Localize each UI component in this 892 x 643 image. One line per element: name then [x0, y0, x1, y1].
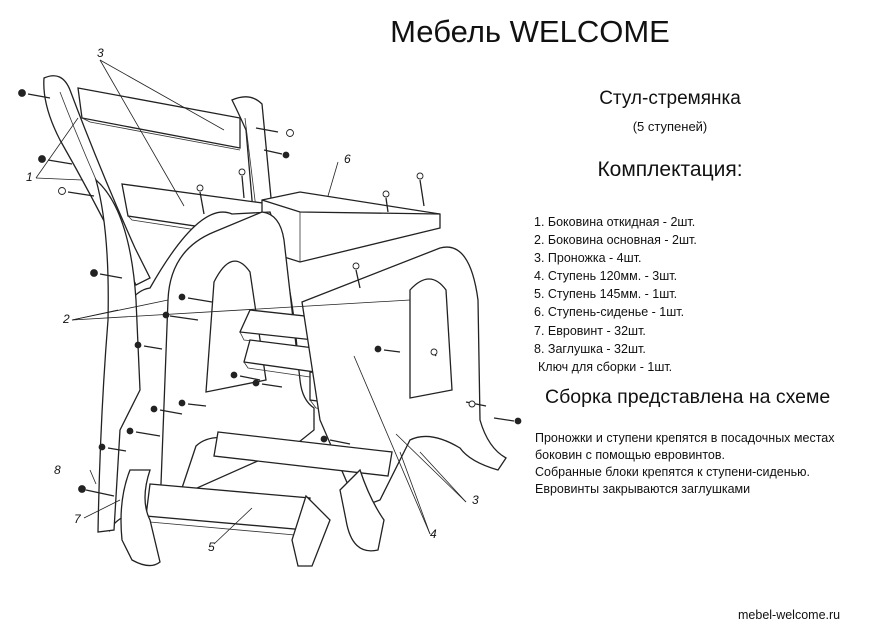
euroscrew — [150, 405, 183, 415]
website-link[interactable]: mebel-welcome.ru — [738, 608, 841, 622]
euroscrew — [162, 311, 199, 321]
callout-6: 6 — [344, 152, 351, 166]
kit-item: 4. Ступень 120мм. - 3шт. — [534, 269, 678, 284]
kit-heading: Комплектация: — [597, 158, 743, 181]
euroscrew — [382, 190, 390, 213]
kit-item: 2. Боковина основная - 2шт. — [534, 233, 697, 248]
assembly-note: Сборка представлена на схеме — [545, 386, 831, 408]
euroscrew — [255, 127, 294, 137]
kit-item: 7. Евровинт - 32шт. — [534, 323, 646, 338]
kit-item: 6. Ступень-сиденье - 1шт. — [534, 305, 685, 320]
euroscrew — [126, 427, 161, 437]
instruction-line: Евровинты закрываются заглушками — [535, 482, 751, 496]
callout-3-bottom: 3 — [472, 493, 479, 507]
euroscrew — [352, 262, 361, 289]
euroscrew — [178, 293, 213, 303]
part-2-main-side-right — [301, 246, 507, 509]
euroscrew — [98, 443, 127, 452]
euroscrew — [78, 485, 115, 497]
part-5-step-bottom — [145, 483, 311, 537]
euroscrew — [90, 269, 123, 279]
instruction-line: Собранные блоки крепятся к ступени-сиден… — [535, 465, 810, 479]
kit-list: 1. Боковина откидная - 2шт. 2. Боковина … — [534, 213, 697, 376]
kit-item: Ключ для сборки - 1шт. — [538, 359, 673, 374]
kit-item: 8. Заглушка - 32шт. — [534, 341, 646, 356]
euroscrew — [134, 341, 163, 350]
callout-3-top: 3 — [97, 46, 104, 60]
part-6-seat-step — [261, 191, 441, 263]
euroscrew — [320, 435, 351, 445]
euroscrew — [196, 184, 205, 215]
callout-4: 4 — [430, 527, 437, 541]
euroscrew — [18, 89, 51, 99]
product-subtitle: (5 ступеней) — [632, 119, 708, 134]
euroscrew — [430, 348, 438, 357]
euroscrew — [58, 187, 95, 197]
euroscrew — [230, 371, 261, 381]
euroscrew — [238, 168, 246, 199]
kit-item: 3. Проножка - 4шт. — [534, 251, 642, 266]
part-3-rail-lower — [213, 431, 393, 477]
callout-1: 1 — [26, 170, 33, 184]
callout-leaders — [35, 59, 467, 545]
brand-title: Мебель WELCOME — [390, 14, 670, 49]
instruction-line: Проножки и ступени крепятся в посадочных… — [535, 431, 835, 445]
euroscrew — [374, 345, 401, 353]
product-name: Стул-стремянка — [599, 88, 741, 109]
callout-7: 7 — [74, 512, 81, 526]
callout-8: 8 — [54, 463, 61, 477]
part-1-lower-leg — [94, 178, 141, 533]
instruction-line: боковин с помощью евровинтов. — [535, 448, 725, 462]
euroscrew-set — [18, 89, 522, 497]
euroscrew — [465, 400, 487, 408]
assembly-instructions: Проножки и ступени крепятся в посадочных… — [535, 430, 835, 498]
euroscrew — [263, 149, 290, 159]
euroscrew — [493, 417, 522, 425]
euroscrew — [416, 172, 425, 207]
part-3-rail-upper — [77, 87, 241, 151]
euroscrew — [38, 155, 73, 165]
part-2-front-frame — [159, 211, 315, 512]
euroscrew — [252, 379, 283, 388]
kit-item: 1. Боковина откидная - 2шт. — [534, 215, 696, 229]
euroscrew — [178, 399, 207, 407]
part-1-front-lower-leg — [120, 468, 385, 567]
callout-2: 2 — [63, 312, 70, 326]
callout-5: 5 — [208, 540, 215, 554]
kit-item: 5. Ступень 145мм. - 1шт. — [534, 287, 678, 302]
